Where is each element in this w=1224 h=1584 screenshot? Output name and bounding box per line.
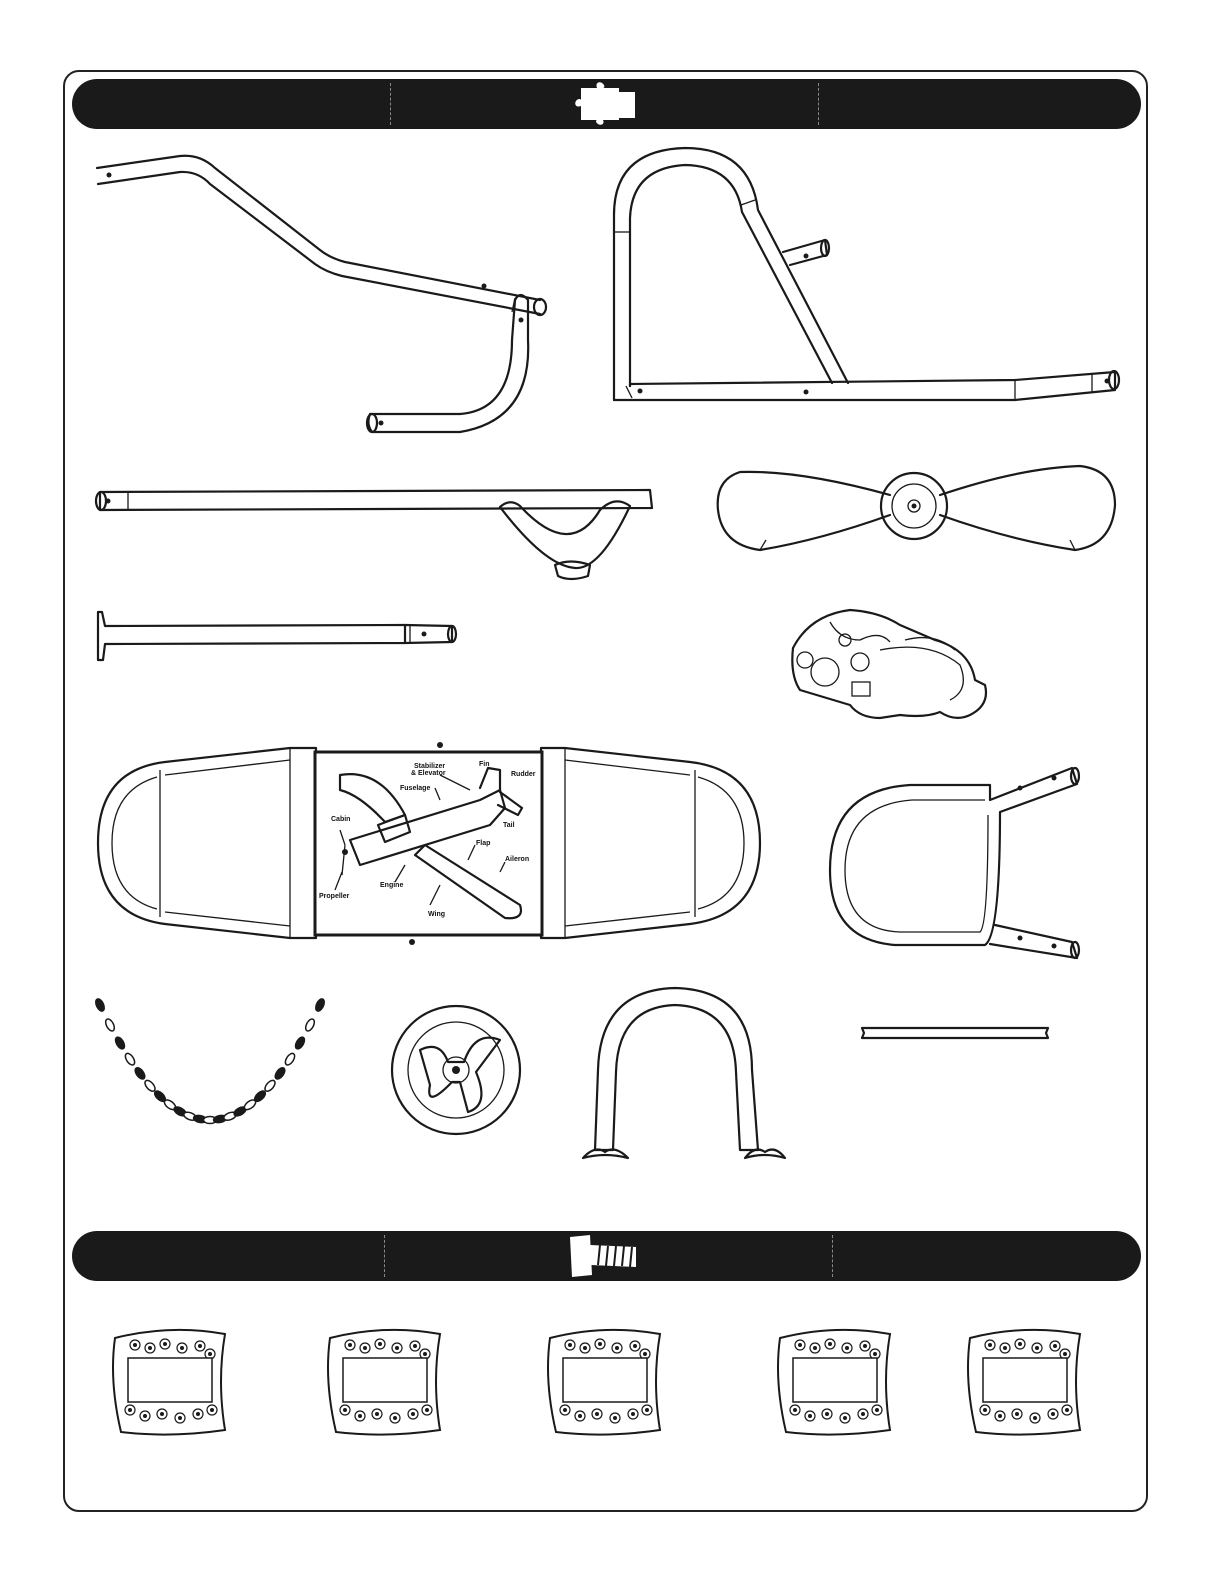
label-fuselage: Fuselage bbox=[400, 785, 430, 792]
chain-link bbox=[124, 1052, 137, 1067]
chain-link bbox=[114, 1036, 127, 1051]
hardware-bags bbox=[113, 1330, 1080, 1435]
label-elevator: & Elevator bbox=[411, 770, 446, 777]
chain-link bbox=[104, 1018, 116, 1033]
hardware-bag-icon bbox=[968, 1330, 1080, 1435]
airplane-seat-panel-part: Stabilizer & Elevator Fin Rudder Fuselag… bbox=[98, 742, 760, 945]
chain-link bbox=[273, 1066, 286, 1081]
label-flap: Flap bbox=[476, 840, 490, 847]
chain-link bbox=[94, 998, 106, 1013]
label-fin: Fin bbox=[479, 761, 490, 768]
u-bar-part bbox=[583, 988, 785, 1158]
t-handle-bar-part bbox=[98, 612, 456, 660]
propeller-part bbox=[718, 466, 1115, 550]
label-tail: Tail bbox=[503, 822, 515, 829]
chain-link bbox=[143, 1079, 157, 1093]
label-rudder: Rudder bbox=[511, 771, 536, 778]
chain-link bbox=[314, 998, 326, 1013]
chain-link bbox=[284, 1052, 297, 1067]
hardware-bag-icon bbox=[548, 1330, 660, 1435]
label-stabilizer: Stabilizer bbox=[414, 763, 445, 770]
hardware-bag-icon bbox=[113, 1330, 225, 1435]
chain-link bbox=[263, 1079, 277, 1093]
chain-link bbox=[304, 1018, 316, 1033]
hardware-bag-icon bbox=[328, 1330, 440, 1435]
label-propeller: Propeller bbox=[319, 893, 350, 900]
a-frame-part bbox=[614, 148, 1119, 400]
side-rail-part bbox=[97, 156, 546, 432]
flat-bar-part bbox=[862, 1028, 1048, 1038]
seat-back-frame-part bbox=[830, 768, 1079, 958]
label-aileron: Aileron bbox=[505, 856, 529, 863]
label-engine: Engine bbox=[380, 882, 403, 889]
steering-wheel-part bbox=[392, 1006, 520, 1134]
chain-link bbox=[133, 1066, 146, 1081]
dashboard-part bbox=[792, 610, 986, 718]
chain-link bbox=[294, 1036, 307, 1051]
chain-link bbox=[253, 1089, 267, 1103]
hardware-bag-icon bbox=[778, 1330, 890, 1435]
seat-bar-part bbox=[96, 490, 652, 579]
label-cabin: Cabin bbox=[331, 816, 350, 823]
label-wing: Wing bbox=[428, 911, 445, 918]
chain-part bbox=[94, 998, 326, 1124]
